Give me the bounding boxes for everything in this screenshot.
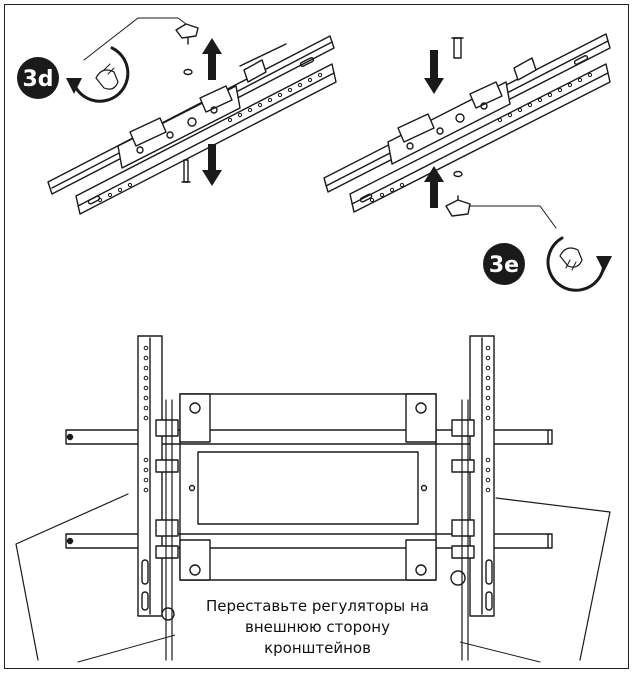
caption-text: Переставьте регуляторы на внешнюю сторон… xyxy=(175,596,460,659)
step-label-3d: 3d xyxy=(22,67,53,92)
caption-line-2: внешнюю сторону xyxy=(245,618,390,636)
step-label-3e: 3e xyxy=(489,253,519,278)
arrow-up-icon xyxy=(202,38,222,80)
step-badge-3d: 3d xyxy=(17,57,59,99)
caption-line-1: Переставьте регуляторы на xyxy=(205,597,429,615)
adjuster-strips xyxy=(165,399,469,661)
rail-assembly-3d xyxy=(47,17,337,215)
arrow-up-icon xyxy=(424,166,444,208)
caption-line-3: кронштейнов xyxy=(264,639,371,657)
center-plate xyxy=(179,393,437,581)
rail-assembly-3e xyxy=(323,33,611,229)
rotate-clockwise-icon xyxy=(546,236,612,292)
rotate-counterclockwise-icon xyxy=(66,46,130,103)
tv-outline xyxy=(15,493,611,661)
step-badge-3e: 3e xyxy=(483,243,525,285)
arrow-down-icon xyxy=(202,144,222,186)
right-bracket xyxy=(450,335,495,617)
instruction-frame xyxy=(4,4,629,669)
arrow-down-icon xyxy=(424,50,444,94)
